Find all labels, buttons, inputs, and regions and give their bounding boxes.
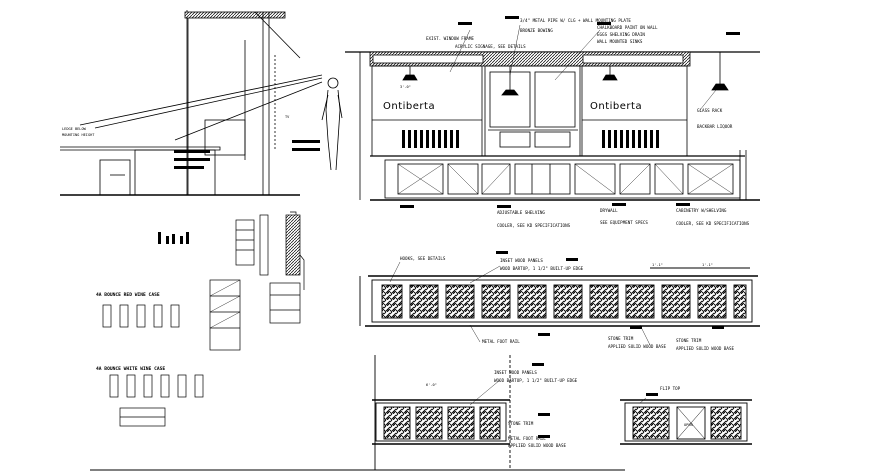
- label-open: OPEN: [684, 423, 693, 427]
- label-cooler-specs-2: COOLER, SEE KD SPECIFICATIONS: [497, 223, 571, 228]
- bottom-callouts: [469, 363, 658, 438]
- label-chalkboard-paint: CHALKBOARD PAINT ON WALL: [597, 25, 658, 30]
- bar-die-wall-elevation: [359, 267, 760, 327]
- label-inset-wood-panels-2: INSET WOOD PANELS: [494, 370, 537, 375]
- label-drywall: DRYWALL: [600, 208, 618, 213]
- label-flip-top: FLIP TOP: [660, 386, 681, 391]
- bar-section-view: LEDGE BELOW MOUNTING HEIGHT TV: [60, 10, 343, 196]
- bar-side-elevation: [372, 355, 511, 470]
- label-bronze-bowing: BRONZE BOWING: [520, 28, 553, 33]
- label-equipment-specs: SEE EQUIPMENT SPECS: [600, 220, 648, 225]
- dimension-4: 3'-0": [400, 85, 411, 89]
- brand-signage-right: Ontiberta: [590, 101, 642, 112]
- label-stone-trim-2: STONE TRIM: [676, 338, 702, 343]
- label-backbar-liquor: BACKBAR LIQUOR: [697, 124, 733, 129]
- label-applied-solid-wood-base-3: APPLIED SOLID WOOD BASE: [508, 443, 566, 448]
- label-stone-trim-3: STONE TRIM: [508, 421, 534, 426]
- label-wall-mounted-sinks: WALL MOUNTED SINKS: [597, 39, 643, 44]
- label-adjustable-shelving: ADJUSTABLE SHELVING: [497, 210, 545, 215]
- elevation-callouts: [400, 16, 740, 208]
- label-applied-solid-wood-base: APPLIED SOLID WOOD BASE: [608, 344, 666, 349]
- label-stone-trim: STONE TRIM: [608, 336, 634, 341]
- label-hooks: HOOKS, SEE DETAILS: [400, 256, 446, 261]
- die-wall-callouts: [389, 251, 724, 346]
- label-applied-solid-wood-base-2: APPLIED SOLID WOOD BASE: [676, 346, 734, 351]
- brand-signage-left: Ontiberta: [383, 101, 435, 112]
- svg-text:LEDGE BELOW: LEDGE BELOW: [62, 127, 87, 131]
- svg-text:MOUNTING HEIGHT: MOUNTING HEIGHT: [62, 133, 95, 137]
- caption-red-wine-case: 4A BOUNCE RED WINE CASE: [96, 292, 160, 298]
- label-metal-foot-rail-2: METAL FOOT RAIL: [508, 436, 546, 441]
- label-cabinetry-shelving: CABINETRY W/SHELVING: [676, 208, 727, 213]
- dimension-3: 6'-0": [426, 383, 437, 387]
- label-cooler-specs: COOLER, SEE KD SPECIFICATIONS: [676, 221, 750, 226]
- label-exist-window-frame: EXIST. WINDOW FRAME: [426, 36, 474, 41]
- bar-end-elevation: [620, 399, 752, 445]
- bar-front-elevation: [345, 51, 760, 201]
- label-inset-wood-panels: INSET WOOD PANELS: [500, 258, 543, 263]
- wine-case-details: [102, 211, 305, 427]
- label-metal-foot-rail: METAL FOOT RAIL: [482, 339, 520, 344]
- dimension-1: 1'-1": [652, 263, 663, 267]
- label-wood-bartop-2: WOOD BARTOP, 1 1/2" BUILT-UP EDGE: [494, 378, 578, 383]
- svg-text:TV: TV: [285, 115, 290, 119]
- dimension-2: 1'-1": [702, 263, 713, 267]
- label-wood-bartop: WOOD BARTOP, 1 1/2" BUILT-UP EDGE: [500, 266, 584, 271]
- label-eggs-shelving-drain: EGGS SHELVING DRAIN: [597, 32, 645, 37]
- caption-white-wine-case: 4A BOUNCE WHITE WINE CASE: [96, 366, 165, 372]
- label-metal-pipe: 3/4" METAL PIPE W/ CLG + WALL MOUNTING P…: [520, 18, 631, 23]
- label-acrylic-signage: ACRYLIC SIGNAGE, SEE DETAILS: [455, 44, 526, 49]
- label-glass-rack: GLASS RACK: [697, 108, 723, 113]
